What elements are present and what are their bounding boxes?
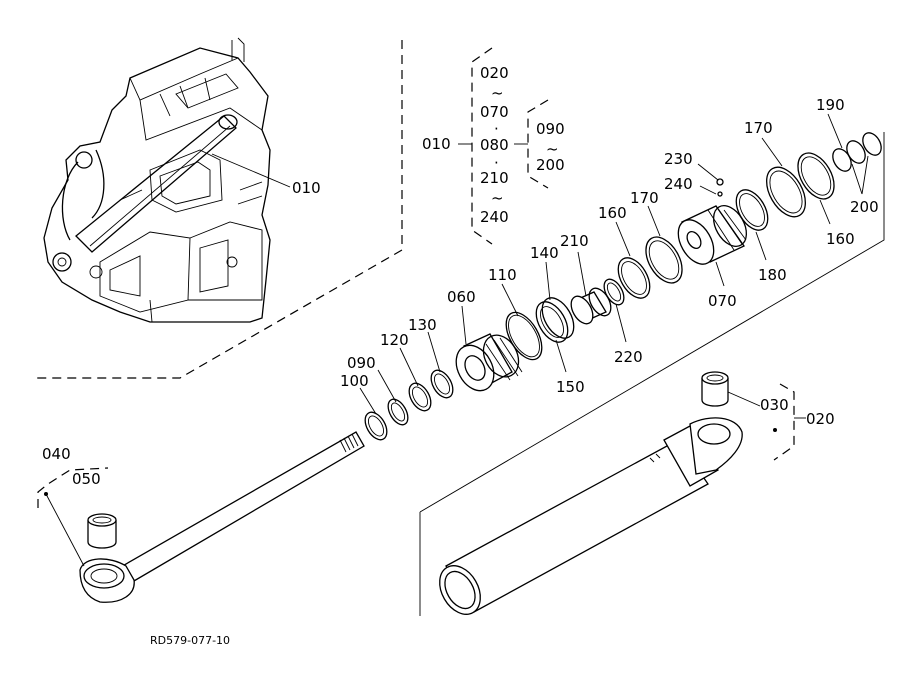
- bushing-050: [87, 513, 117, 549]
- callout-070: 070: [708, 292, 737, 310]
- ring-170-lower: [645, 236, 683, 284]
- callout-040: 040: [42, 445, 71, 463]
- callout-090: 090: [347, 354, 376, 372]
- ring-170-upper: [766, 166, 806, 218]
- group-dot-1: ·: [494, 120, 499, 138]
- callout-100: 100: [340, 372, 369, 390]
- callout-160-upper: 160: [826, 230, 855, 248]
- callout-060: 060: [447, 288, 476, 306]
- ring-180: [735, 189, 769, 231]
- callout-030: 030: [760, 396, 789, 414]
- ring-160-upper: [797, 152, 835, 200]
- group-label-020: 020: [480, 64, 509, 82]
- group-label-010: 010: [422, 135, 451, 153]
- nut-230-240: [716, 178, 724, 197]
- callout-010: 010: [292, 179, 321, 197]
- callout-170-upper: 170: [744, 119, 773, 137]
- leader-010: [211, 153, 291, 188]
- callout-190: 190: [816, 96, 845, 114]
- piston-rod-040: [79, 431, 365, 603]
- group-tilde-2: ~: [491, 189, 504, 207]
- callout-180: 180: [758, 266, 787, 284]
- o-ring-110: [505, 311, 543, 361]
- callout-130: 130: [408, 316, 437, 334]
- callout-230: 230: [664, 150, 693, 168]
- callout-210: 210: [560, 232, 589, 250]
- subgroup-tilde: ~: [546, 140, 559, 158]
- callout-020: 020: [806, 410, 835, 428]
- callout-170-lower: 170: [630, 189, 659, 207]
- subgroup-label-200: 200: [536, 156, 565, 174]
- ring-220: [603, 278, 625, 306]
- group-label-070: 070: [480, 103, 509, 121]
- group-label-080: 080: [480, 136, 509, 154]
- bracket-020: [773, 383, 795, 461]
- rings-190-200: [832, 132, 882, 172]
- bracket-040: [37, 467, 109, 508]
- exploded-view-border: [419, 132, 885, 616]
- ring-140-150: [535, 297, 575, 343]
- ring-160-lower: [617, 257, 651, 299]
- group-tilde-1: ~: [491, 84, 504, 102]
- callout-140: 140: [530, 244, 559, 262]
- subgroup-label-090: 090: [536, 120, 565, 138]
- cylinder-tube-020: [439, 417, 743, 615]
- callout-120: 120: [380, 331, 409, 349]
- seal-ring-120: [408, 382, 432, 412]
- callout-200: 200: [850, 198, 879, 216]
- drawing-reference-id: RD579-077-10: [150, 634, 230, 647]
- callout-240: 240: [664, 175, 693, 193]
- callout-150: 150: [556, 378, 585, 396]
- seal-ring-090: [387, 398, 409, 426]
- seal-ring-100: [364, 411, 388, 441]
- callout-110: 110: [488, 266, 517, 284]
- tractor-frame-illustration: [43, 37, 271, 323]
- group-label-210: 210: [480, 169, 509, 187]
- callout-220: 220: [614, 348, 643, 366]
- rod-head-060: [455, 333, 523, 392]
- group-label-240: 240: [480, 208, 509, 226]
- callout-160-lower: 160: [598, 204, 627, 222]
- group-dot-2: ·: [494, 154, 499, 172]
- seal-ring-130: [430, 369, 454, 399]
- callout-050: 050: [72, 470, 101, 488]
- assembly-group-bracket: 010 020 ~ 070 · 080 · 210 ~ 240 090 ~ 20…: [422, 47, 565, 245]
- bushing-030: [701, 371, 729, 407]
- frame-view-boundary: [36, 40, 403, 379]
